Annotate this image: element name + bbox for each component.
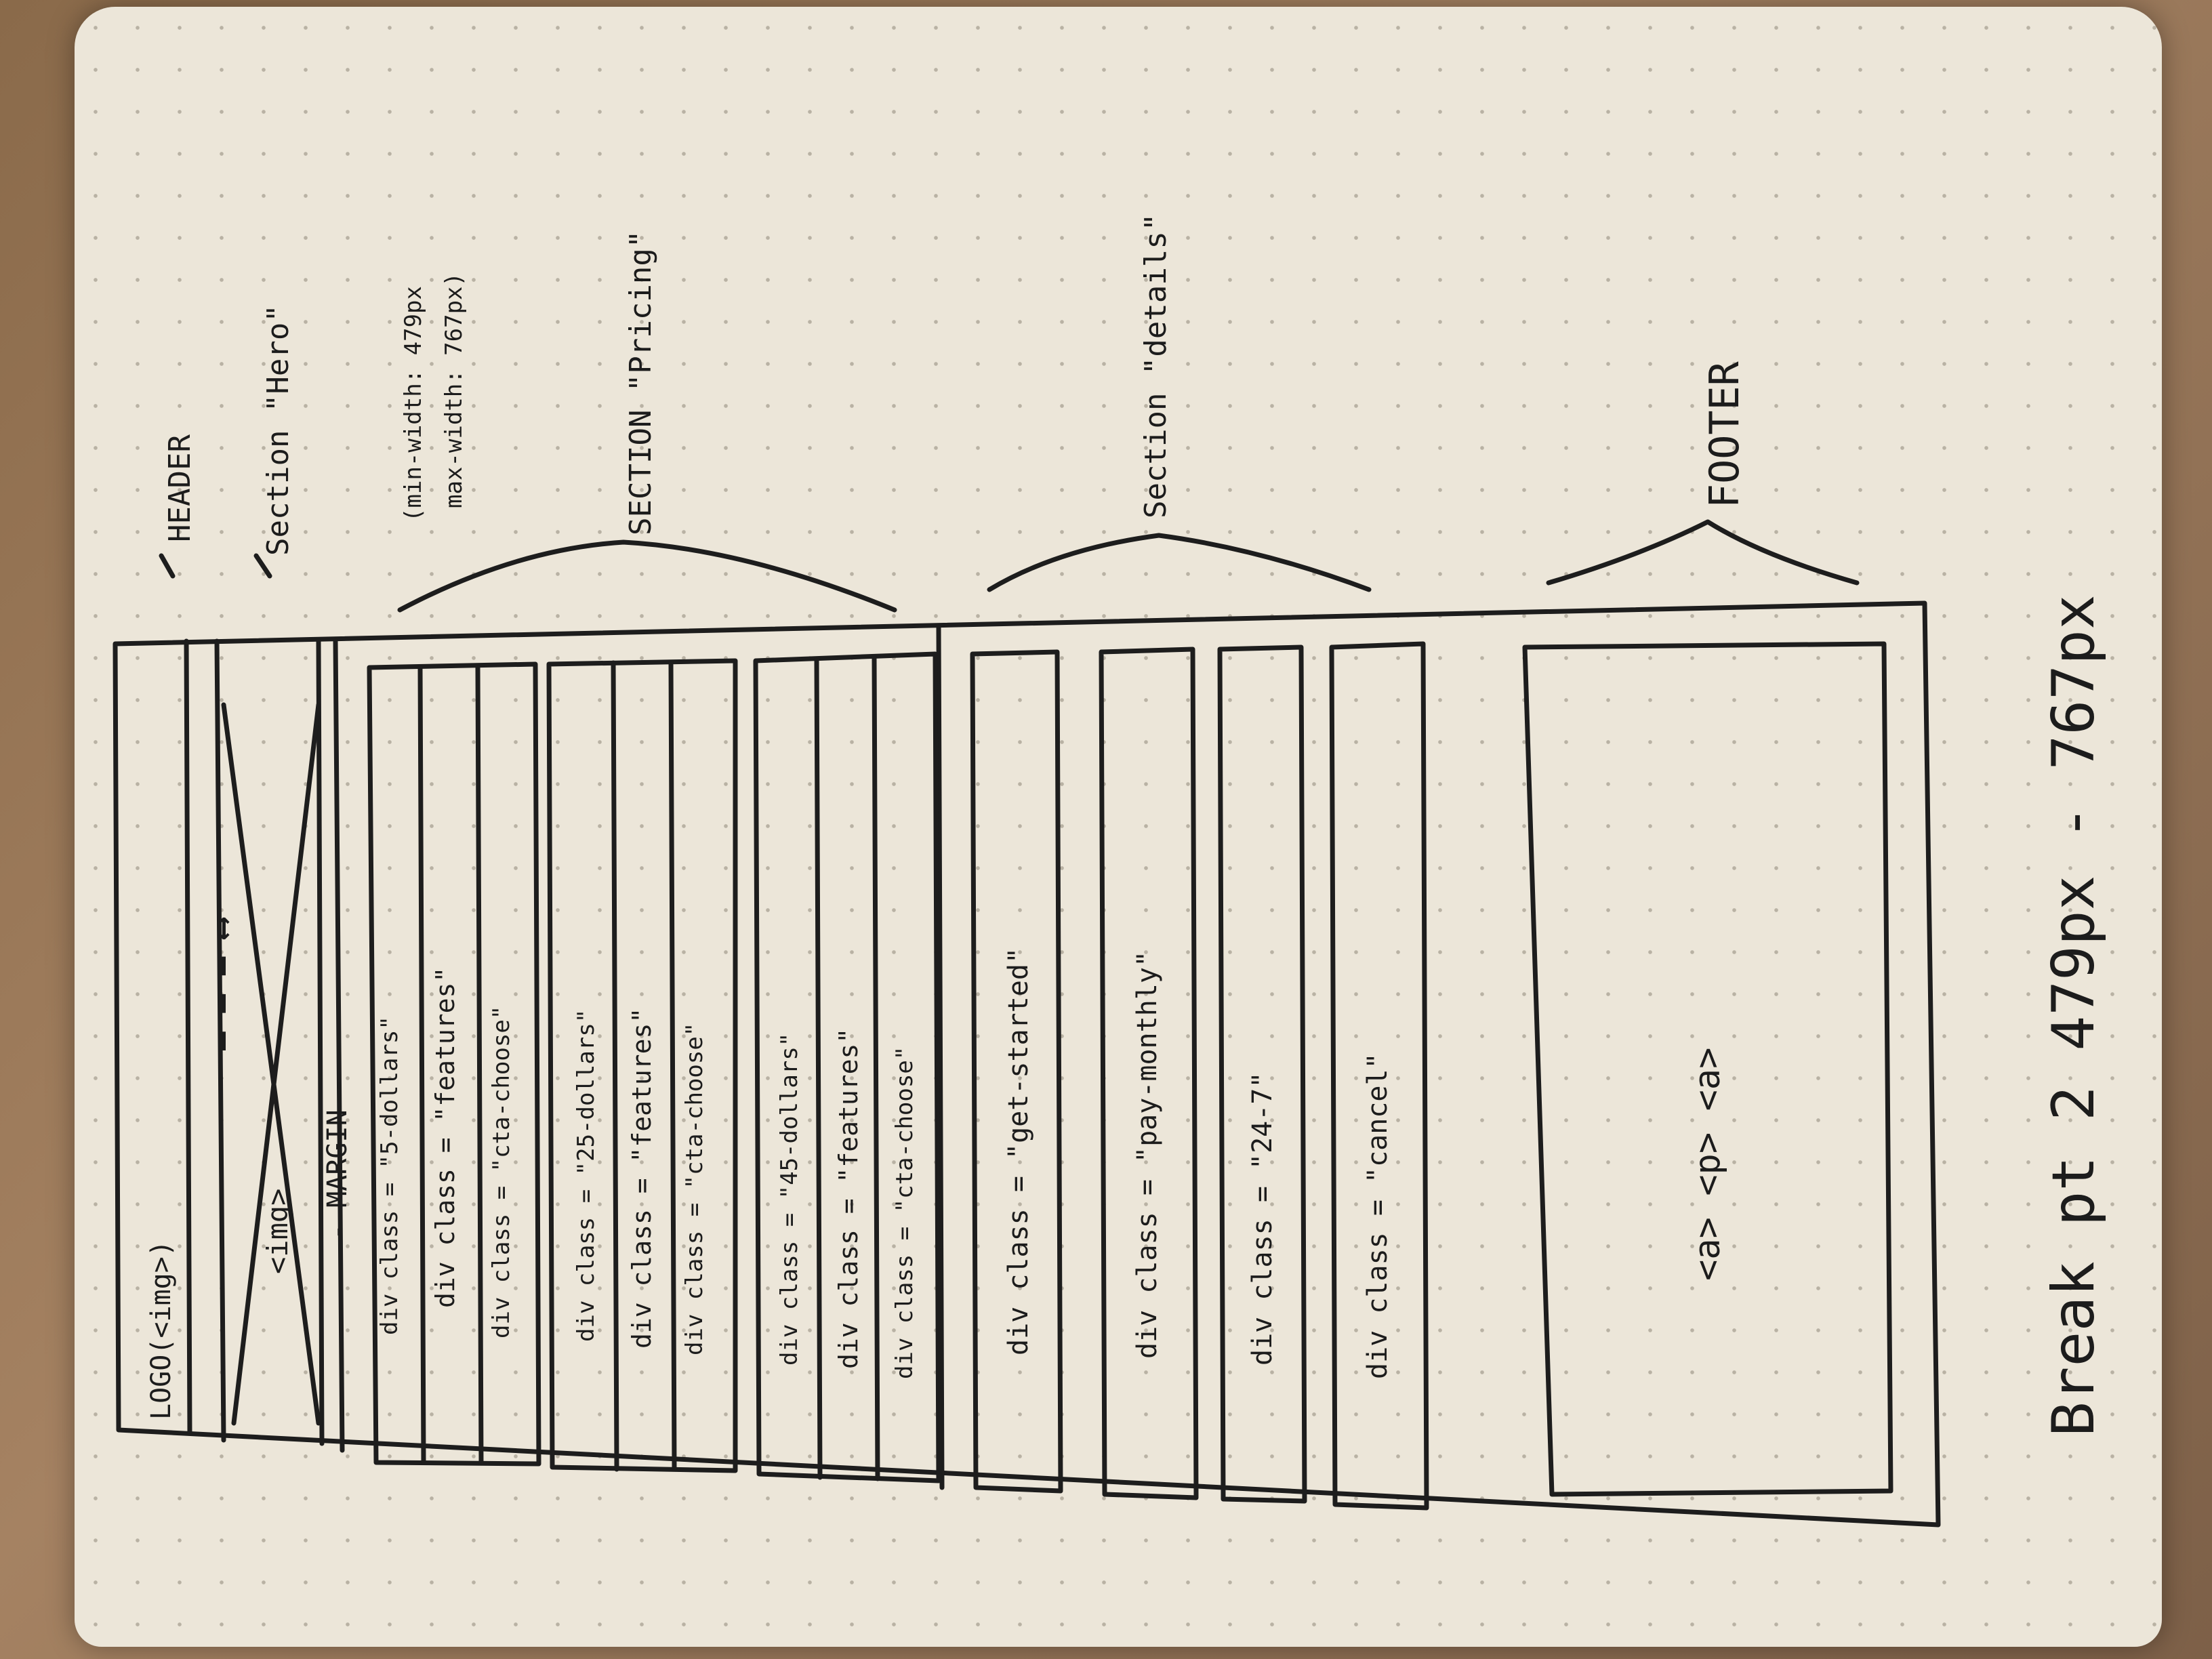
pricing-card-1-features: div class = "features" (430, 966, 460, 1308)
nav-dashes: — — — ⟷ (203, 919, 240, 1050)
details-box-2 (1099, 647, 1199, 1500)
annotation-header: HEADER (163, 434, 197, 542)
details-cancel: div class = "cancel" (1362, 1052, 1393, 1379)
hero-box (214, 638, 325, 1446)
details-brace (987, 533, 1372, 592)
pricing-card-2-price: div class = "25-dollars" (573, 1008, 600, 1342)
annotation-details: Section "details" (1139, 213, 1173, 518)
header-brace (159, 553, 176, 579)
annotation-pricing: SECTION "Pricing" (623, 230, 658, 535)
pricing-brace (397, 539, 897, 613)
pricing-card-1-price: div class = "5-dollars" (376, 1016, 403, 1335)
details-pay-monthly: div class = "pay-monthly" (1132, 950, 1163, 1359)
pricing-card-1 (367, 661, 541, 1467)
footer-box (1522, 641, 1893, 1497)
page-title: Break pt 2 479px - 767px (2040, 594, 2108, 1437)
pricing-card-2-features: div class = "features" (627, 1007, 657, 1349)
details-24-7: div class = "24-7" (1247, 1071, 1278, 1366)
outer-frame (112, 600, 1941, 1528)
footer-tags: <a> <p> <a> (1687, 1047, 1728, 1281)
pricing-card-3-cta: div class = "cta-choose" (891, 1046, 918, 1379)
footer-brace (1546, 519, 1860, 586)
pricing-card-3-features: div class = "features" (834, 1027, 863, 1369)
annotation-media-max: max-width: 767px) (441, 272, 468, 508)
annotation-hero: Section "Hero" (261, 304, 295, 556)
pricing-card-2-cta: div class = "cta-choose" (681, 1022, 708, 1355)
hero-img-label: <img> (261, 1188, 294, 1274)
pricing-group (333, 624, 945, 1490)
annotation-media-min: (min-width: 479px (400, 286, 427, 522)
logo-label: LOGO(<img>) (146, 1240, 177, 1420)
details-box-1 (970, 649, 1063, 1494)
details-box-4 (1329, 641, 1429, 1511)
header-divider (184, 638, 192, 1436)
hero-brace (253, 553, 272, 579)
details-box-3 (1217, 644, 1307, 1504)
margin-label: - MARGIN - (322, 1077, 353, 1240)
pricing-card-1-cta: div class = "cta-choose" (488, 1005, 515, 1338)
pricing-card-2 (546, 658, 738, 1473)
annotation-footer: FOOTER (1701, 361, 1748, 508)
pricing-card-3-price: div class = "45-dollars" (776, 1032, 803, 1366)
details-get-started: div class = "get-started" (1003, 947, 1034, 1355)
hero-x-cross (221, 702, 321, 1426)
